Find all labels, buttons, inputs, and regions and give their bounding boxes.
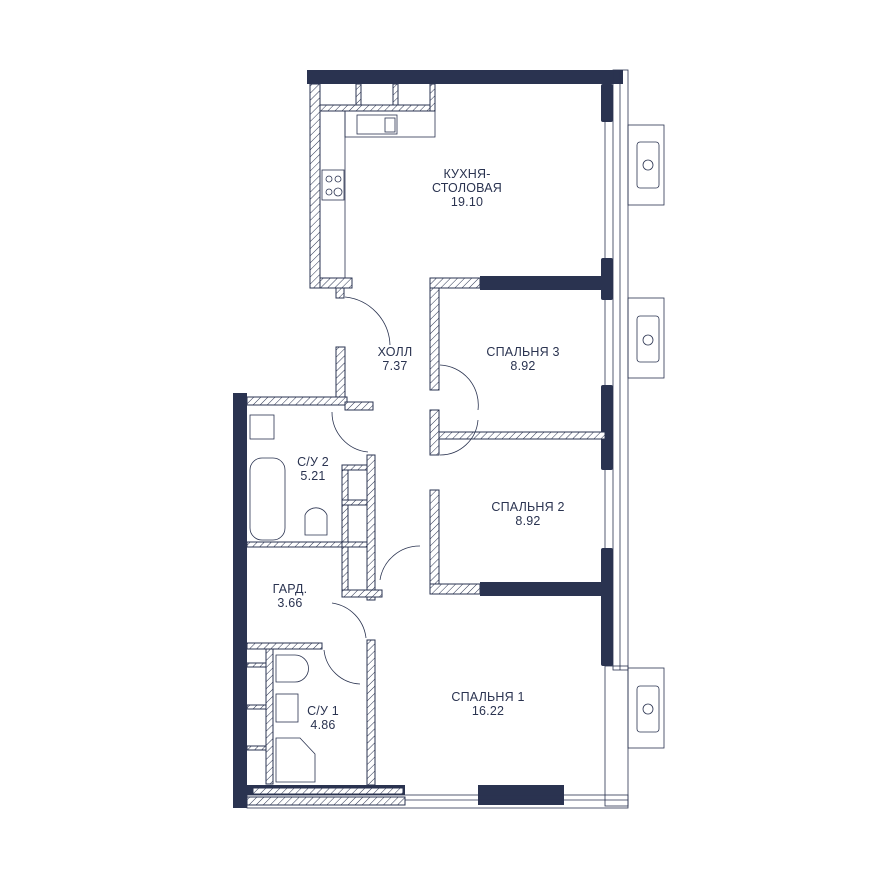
room-label-hall: ХОЛЛ 7.37 <box>378 345 413 373</box>
kitchen-fixtures <box>319 110 436 279</box>
room-name: СПАЛЬНЯ 3 <box>486 345 560 359</box>
room-label-wardrobe: ГАРД. 3.66 <box>273 582 308 610</box>
room-name: С/У 2 <box>297 455 329 469</box>
windows <box>246 69 629 809</box>
room-area: 8.92 <box>515 514 541 528</box>
room-name: СПАЛЬНЯ 1 <box>451 690 525 704</box>
interior-walls <box>246 83 606 795</box>
room-name: С/У 1 <box>307 704 339 718</box>
room-area: 8.92 <box>510 359 536 373</box>
room-area: 16.22 <box>471 704 505 718</box>
room-label-bathroom2: С/У 2 5.21 <box>297 455 329 483</box>
room-area: 4.86 <box>310 718 336 732</box>
room-area: 3.66 <box>277 596 303 610</box>
room-name: СПАЛЬНЯ 2 <box>491 500 565 514</box>
room-area: 19.10 <box>450 195 484 209</box>
room-name: КУХНЯ- <box>443 167 491 181</box>
room-label-bathroom1: С/У 1 4.86 <box>307 704 339 732</box>
doors <box>323 296 479 685</box>
room-name: ХОЛЛ <box>377 345 413 359</box>
room-label-bedroom2: СПАЛЬНЯ 2 8.92 <box>491 500 564 528</box>
room-area: 7.37 <box>382 359 408 373</box>
balcony-units <box>627 124 665 749</box>
room-label-bedroom3: СПАЛЬНЯ 3 8.92 <box>486 345 559 373</box>
room-label-bedroom1: СПАЛЬНЯ 1 16.22 <box>451 690 524 718</box>
room-name: СТОЛОВАЯ <box>431 181 503 195</box>
room-area: 5.21 <box>300 469 326 483</box>
room-label-kitchen: КУХНЯ- СТОЛОВАЯ 19.10 <box>432 167 502 209</box>
bathroom-fixtures <box>249 414 328 783</box>
room-name: ГАРД. <box>272 582 308 596</box>
